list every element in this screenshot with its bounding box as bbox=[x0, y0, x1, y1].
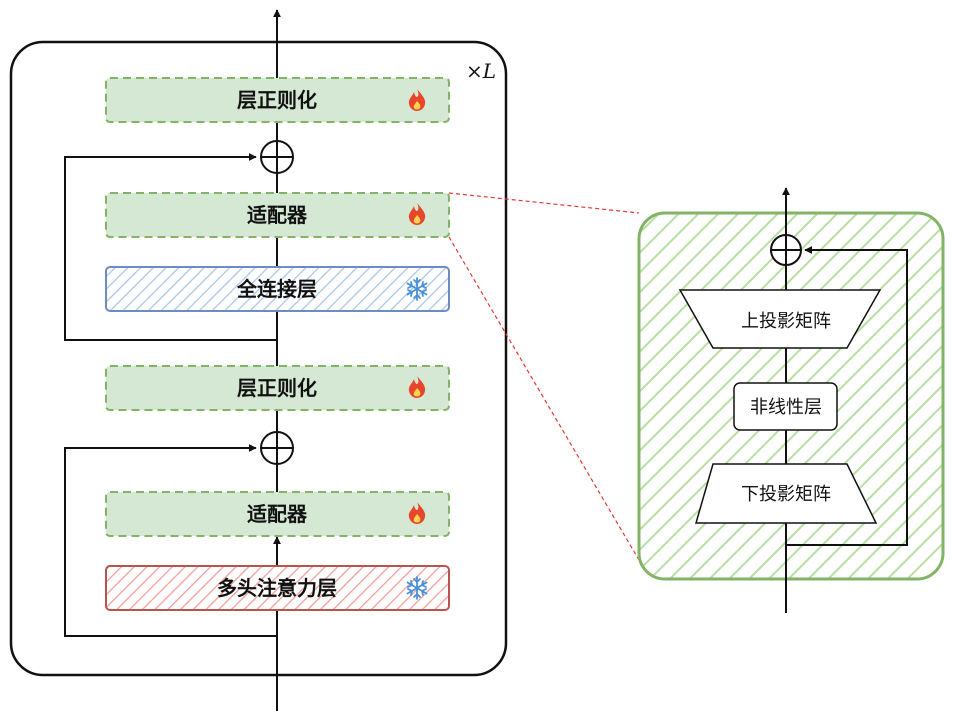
detail-skip-connection bbox=[786, 246, 908, 546]
mid-layernorm-box: 层正则化 bbox=[105, 365, 450, 411]
mid-layernorm-label: 层正则化 bbox=[237, 376, 317, 400]
ffn-label: 全连接层 bbox=[236, 277, 317, 301]
upper-residual-connection bbox=[64, 153, 277, 341]
upper-add-node bbox=[260, 140, 294, 174]
transformer-block-frame bbox=[9, 40, 508, 677]
bottom-adapter-box: 适配器 bbox=[105, 491, 450, 537]
nonlinear-box: 非线性层 bbox=[733, 382, 838, 431]
up-projection-trapezoid: 上投影矩阵 bbox=[678, 289, 882, 349]
zoom-line-top bbox=[448, 192, 640, 214]
ffn-box: 全连接层 bbox=[105, 266, 450, 312]
down-projection-trapezoid: 下投影矩阵 bbox=[695, 463, 878, 524]
nonlinear-label: 非线性层 bbox=[750, 397, 822, 418]
bottom-adapter-label: 适配器 bbox=[247, 502, 308, 526]
lower-residual-connection bbox=[64, 444, 277, 637]
top-adapter-label: 适配器 bbox=[247, 203, 308, 227]
zoom-line-bottom bbox=[448, 236, 640, 561]
down-projection-label: 下投影矩阵 bbox=[741, 484, 831, 505]
attention-label: 多头注意力层 bbox=[217, 576, 337, 600]
top-adapter-box: 适配器 bbox=[105, 192, 450, 238]
top-layernorm-box: 层正则化 bbox=[105, 77, 450, 123]
lower-add-node bbox=[260, 431, 294, 465]
detail-add-node bbox=[770, 234, 802, 266]
top-layernorm-label: 层正则化 bbox=[237, 88, 317, 112]
layer-multiplier: ×L bbox=[466, 59, 496, 83]
up-projection-label: 上投影矩阵 bbox=[741, 311, 831, 332]
attention-box: 多头注意力层 bbox=[105, 565, 450, 611]
